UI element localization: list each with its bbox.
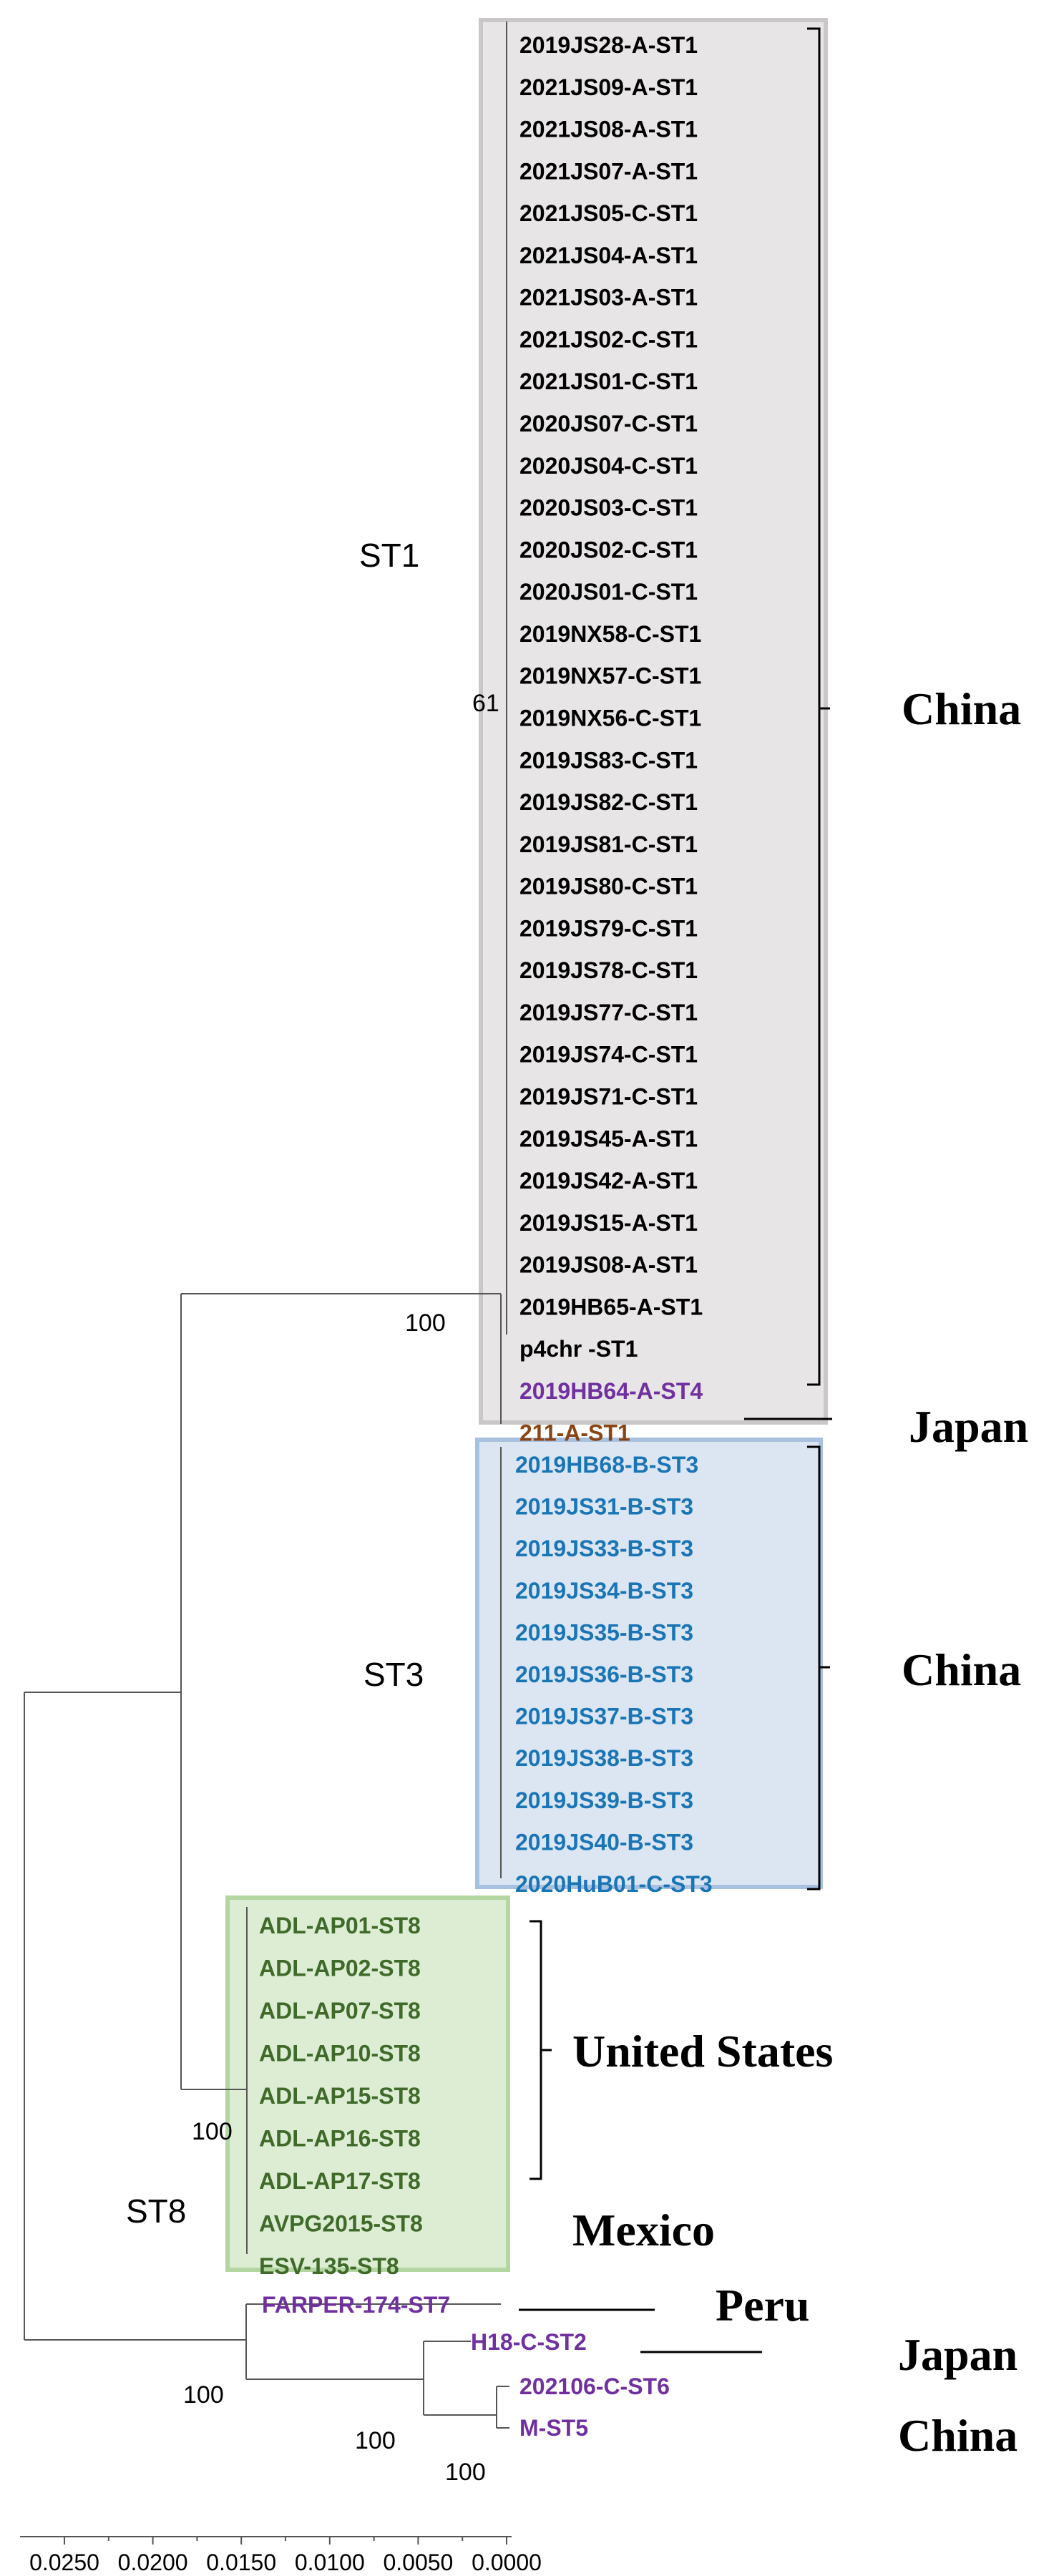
scale-tick-label: 0.0250: [29, 2550, 99, 2575]
leaf-label-st3: 2019JS35-B-ST3: [515, 1619, 693, 1645]
scale-tick-label: 0.0150: [206, 2550, 276, 2575]
leaf-label-st1: 2019JS81-C-ST1: [519, 831, 698, 857]
leaf-label-st3: 2020HuB01-C-ST3: [515, 1871, 713, 1897]
leaf-label-st1: 2019JS74-C-ST1: [519, 1042, 698, 1068]
leaf-label-st1: 2021JS08-A-ST1: [519, 117, 698, 142]
leaf-label-st8: ADL-AP15-ST8: [259, 2083, 421, 2109]
scale-tick-label: 0.0050: [383, 2550, 453, 2575]
leaf-label-st3: 2019JS34-B-ST3: [515, 1578, 693, 1604]
leaf-label-st3: 2019JS33-B-ST3: [515, 1536, 693, 1561]
leaf-label-st1: 2021JS02-C-ST1: [519, 326, 698, 352]
leaf-label-st1: 2019JS80-C-ST1: [519, 874, 698, 899]
scale-tick-label: 0.0200: [118, 2550, 188, 2575]
leaf-label-st1: 2019JS08-A-ST1: [519, 1252, 698, 1278]
tree-branches: [24, 21, 509, 2429]
leaf-label-st1: 2019JS78-C-ST1: [519, 957, 698, 983]
leaf-label-st1: 2019JS77-C-ST1: [519, 1000, 698, 1025]
bootstrap-st6-st5-st2: 100: [355, 2427, 396, 2454]
leaf-label-st1: 2019NX57-C-ST1: [519, 663, 701, 689]
leaf-label-st1: 2019JS79-C-ST1: [519, 915, 698, 941]
region-united-states: United States: [572, 2026, 833, 2077]
bootstrap-outgroup: 100: [183, 2381, 224, 2409]
bootstrap-st6-st5: 100: [445, 2459, 486, 2486]
leaf-label-st7: FARPER-174-ST7: [262, 2292, 450, 2318]
leaf-label-st8: ADL-AP07-ST8: [259, 1998, 421, 2024]
leaf-label-st8: ADL-AP16-ST8: [259, 2126, 421, 2152]
leaf-label-st1: 2021JS09-A-ST1: [519, 74, 698, 100]
bootstrap-st1-inner: 61: [472, 690, 499, 717]
region-mexico: Mexico: [572, 2205, 715, 2255]
leaf-label-st1: 2021JS03-A-ST1: [519, 285, 698, 311]
region-china-st1: China: [902, 683, 1021, 734]
leaf-label-st1: p4chr -ST1: [519, 1336, 638, 1362]
leaf-label-st3: 2019JS31-B-ST3: [515, 1494, 693, 1520]
leaf-label-st8: ADL-AP17-ST8: [259, 2168, 421, 2194]
leaf-label-st1: 2019JS82-C-ST1: [519, 789, 698, 815]
leaf-label-st1: 2020JS02-C-ST1: [519, 537, 698, 562]
scale-ticks: 0.0250 0.0200 0.0150 0.0100 0.0050 0.0000: [29, 2537, 542, 2575]
leaf-label-st8: ADL-AP02-ST8: [259, 1956, 421, 1981]
leaf-label-st6: 202106-C-ST6: [519, 2373, 670, 2399]
leaf-label-st1: 2019JS15-A-ST1: [519, 1210, 698, 1236]
leaf-label-st1: 2020JS04-C-ST1: [519, 453, 698, 479]
leaf-label-st8: AVPG2015-ST8: [259, 2211, 423, 2237]
leaf-label-st3: 2019JS36-B-ST3: [515, 1662, 693, 1687]
leaf-label-st1: 2020JS07-C-ST1: [519, 411, 698, 436]
clade-label-st1: ST1: [359, 537, 419, 574]
leaf-label-st1: 2021JS07-A-ST1: [519, 158, 698, 184]
leaf-label-st1: 2020JS03-C-ST1: [519, 495, 698, 521]
bootstrap-st1-st3: 100: [405, 1309, 446, 1337]
region-china-st5-st6: China: [898, 2410, 1017, 2461]
leaf-label-st1: 2019HB65-A-ST1: [519, 1294, 703, 1319]
scale-tick-label: 0.0100: [295, 2550, 365, 2575]
leaf-label-st1: 2019JS45-A-ST1: [519, 1126, 698, 1151]
leaf-label-st1: 2021JS04-A-ST1: [519, 243, 698, 268]
leaf-label-st2: H18-C-ST2: [471, 2329, 587, 2355]
region-brackets: [519, 27, 832, 2353]
leaf-label-st3: 2019HB68-B-ST3: [515, 1452, 698, 1478]
bootstrap-st8: 100: [192, 2118, 233, 2145]
region-japan-st1: Japan: [909, 1401, 1028, 1452]
leaf-label-japan-st1: 211-A-ST1: [519, 1420, 630, 1446]
clade-label-st8: ST8: [126, 2192, 186, 2230]
clade-label-st3: ST3: [363, 1656, 424, 1693]
leaf-label-st1: 2019JS42-A-ST1: [519, 1168, 698, 1194]
leaf-label-st1: 2019NX56-C-ST1: [519, 705, 701, 731]
leaf-label-st3: 2019JS39-B-ST3: [515, 1787, 693, 1813]
leaf-label-st1: 2019NX58-C-ST1: [519, 621, 701, 647]
leaf-label-st8: ADL-AP10-ST8: [259, 2041, 421, 2067]
leaf-label-st1: 2019JS71-C-ST1: [519, 1084, 698, 1110]
leaf-label-st1: 2019JS83-C-ST1: [519, 747, 698, 773]
st3-clade-box: [475, 1438, 823, 1889]
st1-clade-box: [479, 18, 828, 1425]
leaf-label-st5: M-ST5: [519, 2415, 588, 2441]
scale-tick-label: 0.0000: [472, 2550, 542, 2575]
region-peru: Peru: [716, 2280, 810, 2331]
leaf-labels: 2019JS28-A-ST1 2021JS09-A-ST1 2021JS08-A-S…: [259, 32, 713, 2441]
region-japan-st2: Japan: [898, 2329, 1017, 2380]
leaf-label-st4: 2019HB64-A-ST4: [519, 1378, 703, 1404]
leaf-label-st1: 2021JS05-C-ST1: [519, 200, 698, 226]
leaf-label-st8: ADL-AP01-ST8: [259, 1913, 421, 1938]
leaf-label-st1: 2021JS01-C-ST1: [519, 369, 698, 394]
leaf-label-st1: 2019JS28-A-ST1: [519, 32, 698, 58]
leaf-label-st3: 2019JS37-B-ST3: [515, 1704, 693, 1729]
leaf-label-st3: 2019JS40-B-ST3: [515, 1829, 693, 1855]
st8-clade-box: [225, 1896, 510, 2272]
region-china-st3: China: [902, 1644, 1021, 1695]
leaf-label-st3: 2019JS38-B-ST3: [515, 1745, 693, 1771]
leaf-label-st8: ESV-135-ST8: [259, 2253, 399, 2279]
leaf-label-st1: 2020JS01-C-ST1: [519, 579, 698, 605]
